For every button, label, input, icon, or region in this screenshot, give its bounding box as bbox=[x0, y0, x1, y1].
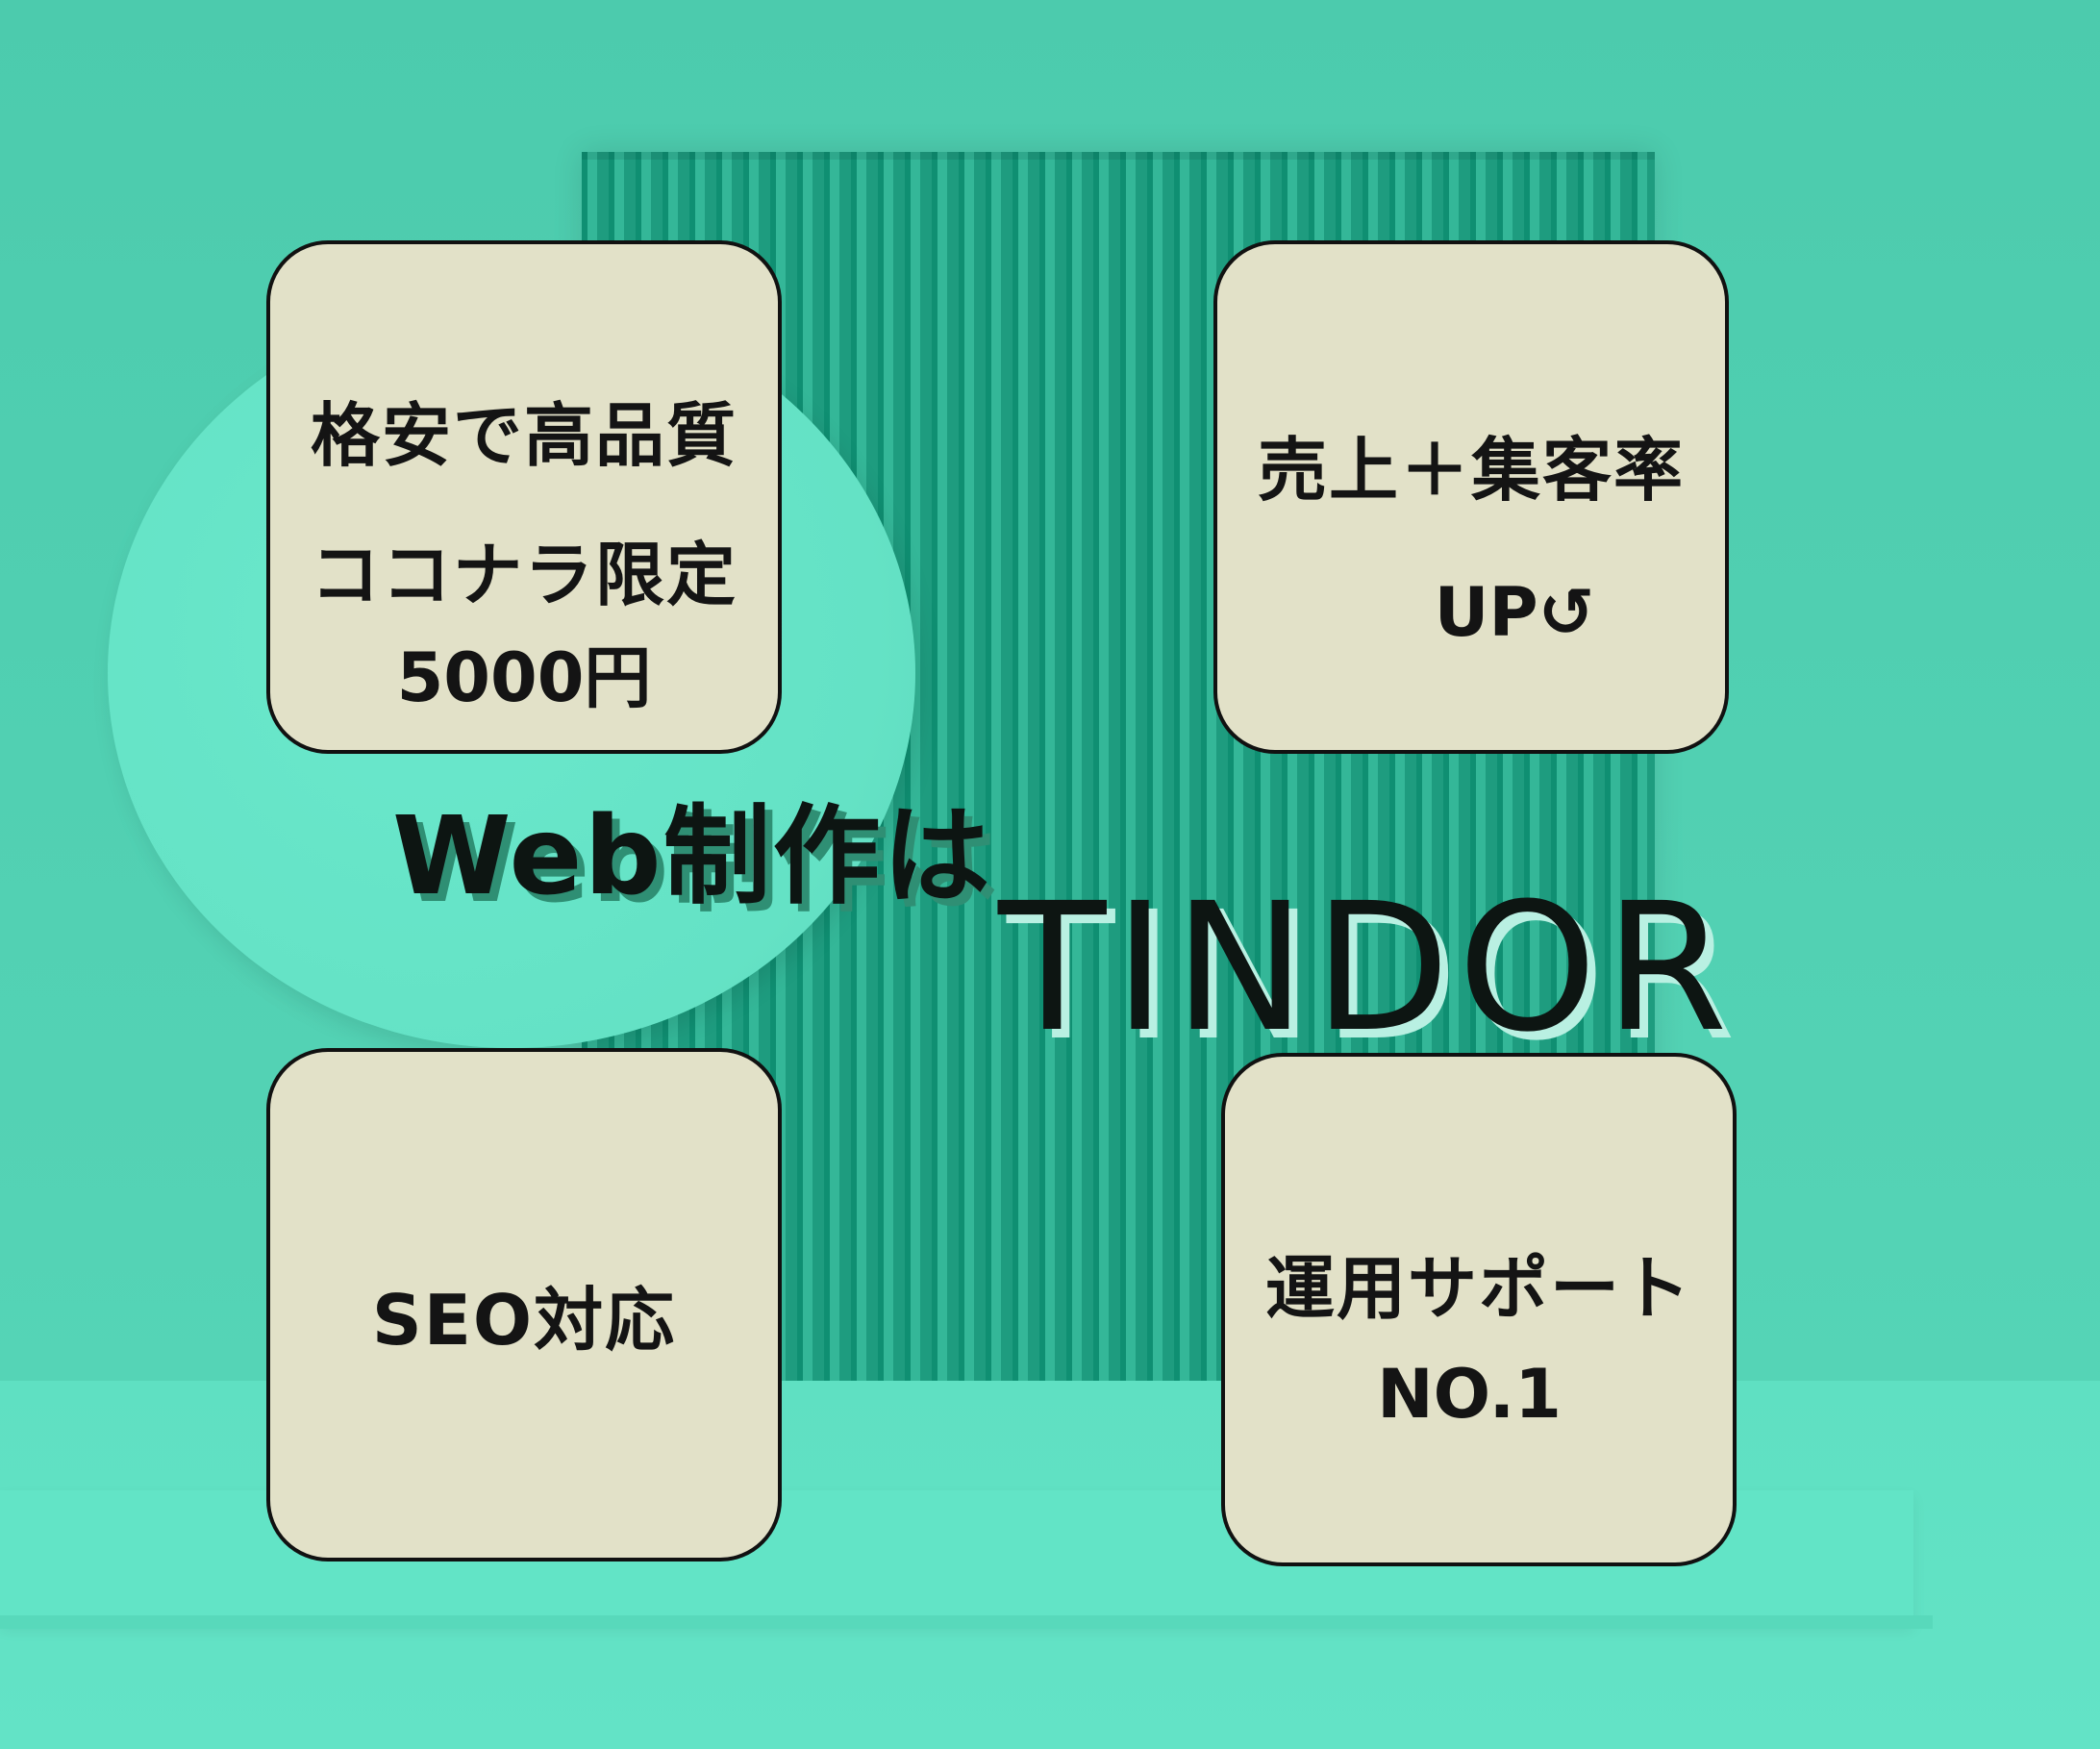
card-support-line-2: NO.1 bbox=[1377, 1355, 1562, 1434]
feature-card-seo: SEO対応 bbox=[266, 1048, 782, 1562]
card-price-line-1: 格安で高品質 bbox=[310, 395, 738, 476]
card-price-line-3: 5000円 bbox=[396, 638, 652, 717]
card-price-line-2: ココナラ限定 bbox=[310, 535, 738, 615]
card-seo-line-1: SEO対応 bbox=[371, 1280, 677, 1361]
card-sales-line-1: 売上＋集客率 bbox=[1257, 430, 1685, 511]
slatted-panel-top-shade bbox=[582, 152, 1655, 160]
card-support-line-1: 運用サポート bbox=[1264, 1248, 1692, 1329]
feature-card-sales: 売上＋集客率 UP↺ bbox=[1213, 240, 1729, 754]
feature-card-support: 運用サポート NO.1 bbox=[1221, 1053, 1737, 1566]
brand-name: TINDOR bbox=[998, 865, 1736, 1071]
floor-step-edge bbox=[0, 1615, 1933, 1629]
card-sales-line-2: UP↺ bbox=[1434, 573, 1595, 652]
feature-card-price: 格安で高品質 ココナラ限定 5000円 bbox=[266, 240, 782, 754]
headline-web-production: Web制作は bbox=[392, 794, 992, 919]
